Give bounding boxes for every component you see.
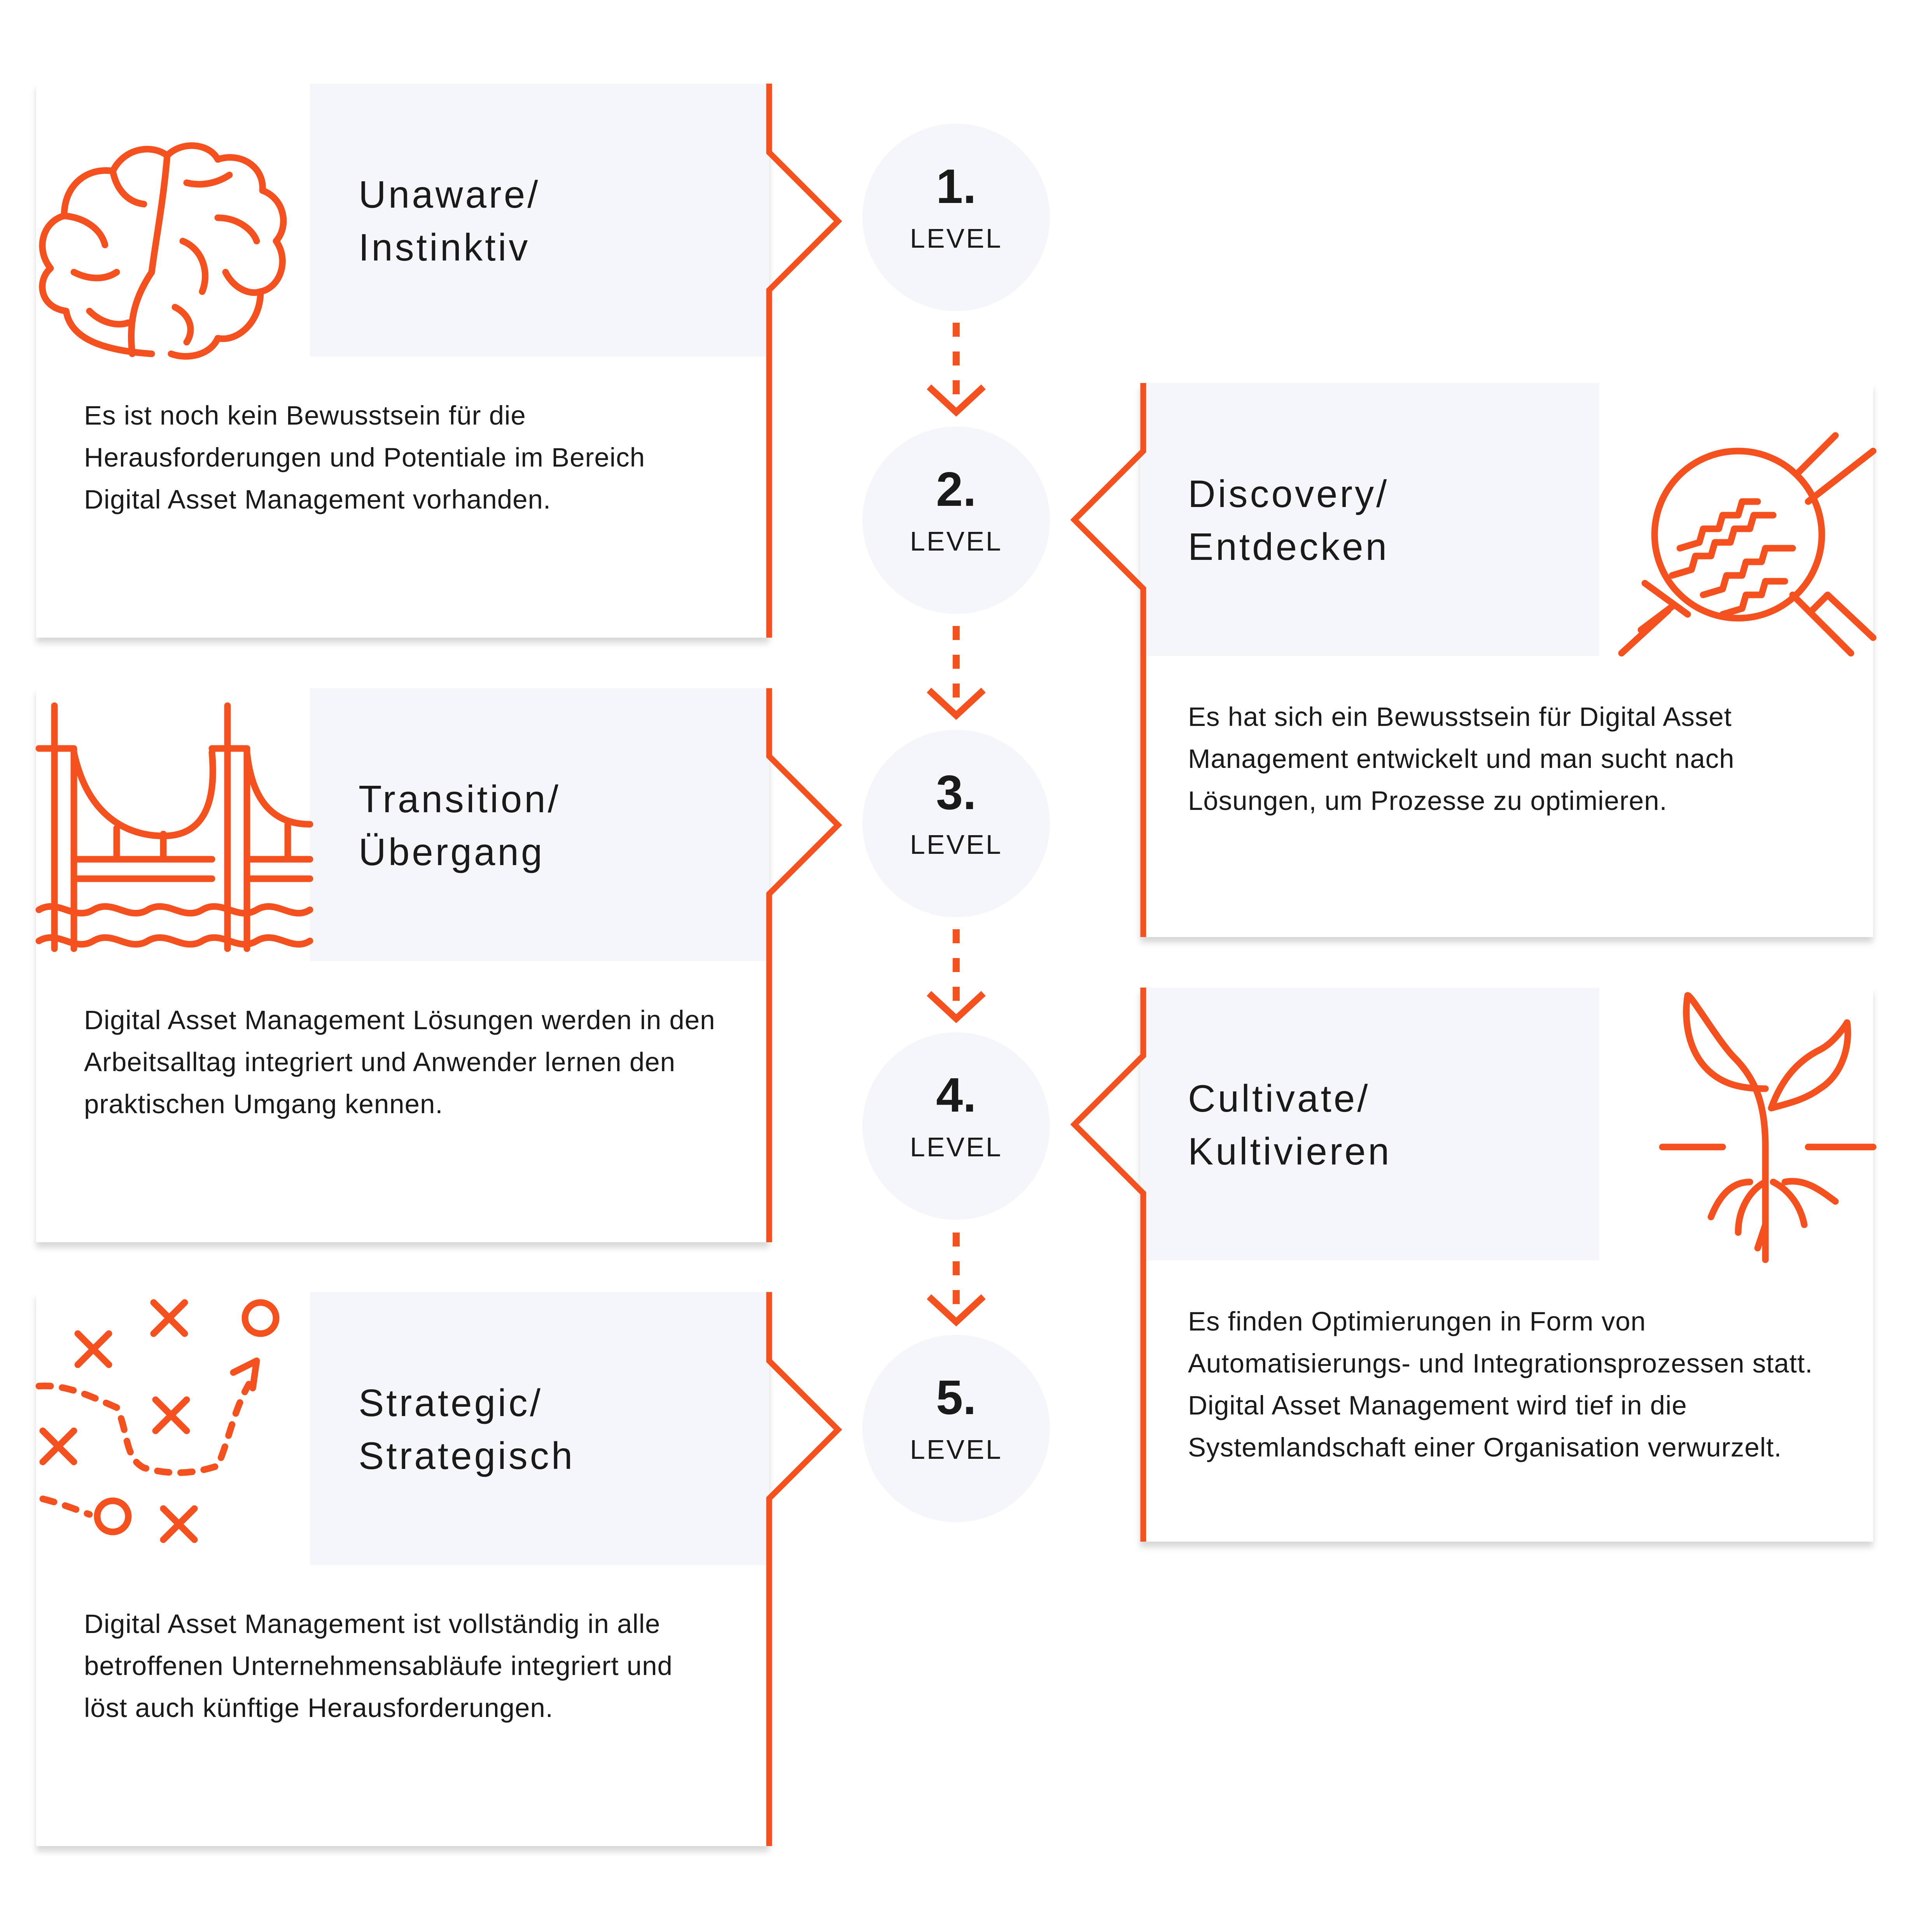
- level-4-title-panel: [1140, 988, 1599, 1261]
- level-5-title-line2: Strategisch: [359, 1434, 575, 1477]
- level-2-title-line2: Entdecken: [1188, 525, 1389, 568]
- level-3-title-line1: Transition/: [359, 778, 561, 820]
- arrow-2-to-3: [927, 626, 986, 720]
- level-4-badge: 4. LEVEL: [862, 1032, 1050, 1220]
- level-3-title-line2: Übergang: [359, 830, 545, 873]
- level-2-label: LEVEL: [910, 526, 1002, 556]
- level-4-title: Cultivate/ Kultivieren: [1188, 1072, 1392, 1178]
- level-5-number: 5.: [936, 1371, 976, 1425]
- level-4-icon-mask: [1599, 988, 1873, 1261]
- level-3-badge: 3. LEVEL: [862, 730, 1050, 917]
- level-5-title-line1: Strategic/: [359, 1381, 543, 1424]
- arrow-3-to-4: [927, 929, 986, 1023]
- level-3-number: 3.: [936, 766, 976, 820]
- arrow-4-to-5: [927, 1233, 986, 1327]
- level-5-label: LEVEL: [910, 1434, 1002, 1465]
- level-5-title-panel: [310, 1292, 769, 1565]
- level-4-title-line1: Cultivate/: [1188, 1077, 1370, 1120]
- level-3-title: Transition/ Übergang: [359, 773, 561, 878]
- level-2-badge: 2. LEVEL: [862, 427, 1050, 614]
- sprout-icon: [1659, 992, 1877, 1263]
- brain-icon: [39, 142, 287, 360]
- magnifier-icon: [1618, 432, 1877, 657]
- level-1-description: Es ist noch kein Bewusstsein für die Her…: [84, 400, 645, 514]
- level-2-title: Discovery/ Entdecken: [1188, 467, 1389, 573]
- level-1-title: Unaware/ Instinktiv: [359, 168, 540, 274]
- level-2-title-line1: Discovery/: [1188, 472, 1389, 515]
- level-4-title-line2: Kultivieren: [1188, 1130, 1392, 1173]
- level-2-pointer: [1070, 383, 1146, 937]
- level-1-title-line1: Unaware/: [359, 173, 541, 216]
- level-3-description: Digital Asset Management Lösungen werden…: [84, 1005, 715, 1119]
- level-1-badge: 1. LEVEL: [862, 124, 1050, 311]
- level-5-badge: 5. LEVEL: [862, 1335, 1050, 1522]
- level-4-description: Es finden Optimierungen in Form von Auto…: [1188, 1306, 1813, 1462]
- level-1-title-line2: Instinktiv: [359, 226, 530, 269]
- level-1-title-panel: [310, 84, 769, 357]
- level-3-title-panel: [310, 688, 769, 961]
- level-2-description: Es hat sich ein Bewusstsein für Digital …: [1188, 702, 1735, 816]
- level-3-label: LEVEL: [910, 829, 1002, 860]
- arrow-1-to-2: [927, 323, 986, 417]
- level-2-number: 2.: [936, 463, 976, 516]
- strategy-plan-icon: [35, 1299, 280, 1543]
- level-1-label: LEVEL: [910, 223, 1002, 254]
- level-1-pointer: [766, 84, 842, 638]
- bridge-icon: [35, 702, 313, 952]
- level-5-title: Strategic/ Strategisch: [359, 1376, 575, 1482]
- level-3-pointer: [766, 688, 842, 1242]
- level-5-pointer: [766, 1292, 842, 1846]
- level-2-title-panel: [1140, 383, 1599, 656]
- level-4-pointer: [1070, 988, 1146, 1542]
- level-1-number: 1.: [936, 160, 976, 213]
- level-4-label: LEVEL: [910, 1132, 1002, 1162]
- level-4-number: 4.: [936, 1068, 976, 1122]
- level-5-description: Digital Asset Management ist vollständig…: [84, 1609, 673, 1723]
